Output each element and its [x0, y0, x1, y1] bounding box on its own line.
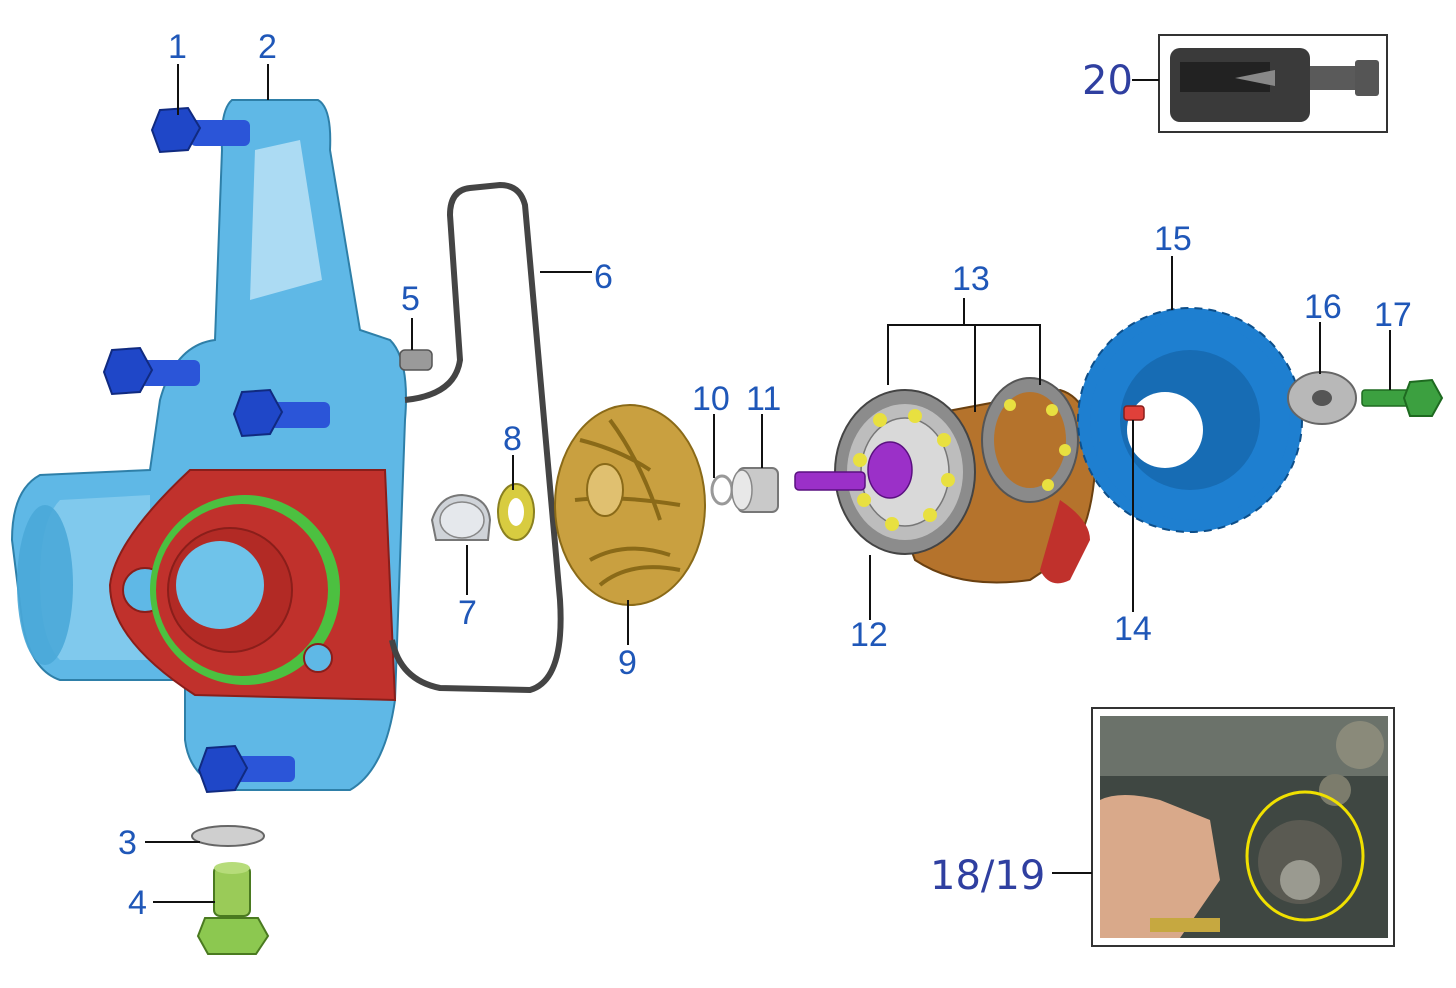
red-seal-plate — [108, 469, 397, 702]
label-13: 13 — [952, 260, 990, 298]
gear-washer-icon — [1287, 371, 1357, 425]
label-20: 20 — [1082, 58, 1133, 104]
impeller-icon — [554, 404, 706, 606]
installation-photo-18-19 — [1091, 707, 1395, 947]
label-8: 8 — [503, 420, 522, 458]
impeller-nut-icon — [430, 493, 492, 541]
label-10: 10 — [692, 380, 730, 418]
tool-photo-20 — [1158, 34, 1388, 133]
drain-plug-icon — [196, 862, 270, 955]
label-16: 16 — [1304, 288, 1342, 326]
part-labels: 1 2 3 4 5 6 7 8 9 10 11 12 13 14 15 16 1… — [118, 28, 1412, 922]
label-12: 12 — [850, 616, 888, 654]
gear-bolt-icon — [1361, 378, 1444, 417]
label-14: 14 — [1114, 610, 1152, 648]
seal-ring-icon — [710, 474, 734, 506]
mechanical-seal-icon — [731, 467, 779, 513]
label-4: 4 — [128, 884, 147, 922]
label-17: 17 — [1374, 296, 1412, 334]
sealing-washer-icon — [191, 825, 265, 847]
impeller-washer-icon — [497, 483, 535, 541]
bolt-group-1 — [102, 106, 330, 794]
highlight-circle-icon — [1245, 790, 1365, 922]
gasket-o-ring — [389, 181, 564, 694]
bolt-mid-right-icon — [232, 388, 330, 438]
label-15: 15 — [1154, 220, 1192, 258]
label-11: 11 — [746, 380, 781, 418]
label-9: 9 — [618, 644, 637, 682]
label-3: 3 — [118, 824, 137, 862]
label-18-19: 18/19 — [930, 853, 1045, 899]
label-7: 7 — [458, 594, 477, 632]
label-5: 5 — [401, 280, 420, 318]
leader-lines — [145, 64, 1391, 903]
locating-pin-icon — [1123, 405, 1145, 421]
bolt-bottom-icon — [197, 744, 295, 794]
label-1: 1 — [168, 28, 187, 66]
dowel-pin-icon — [399, 349, 433, 371]
drive-gear-icon — [1077, 307, 1303, 533]
bolt-top-icon — [150, 106, 250, 154]
label-2: 2 — [258, 28, 277, 66]
bearing-shaft-assembly — [794, 377, 1097, 584]
bolt-mid-left-icon — [102, 346, 200, 396]
label-6: 6 — [594, 258, 613, 296]
